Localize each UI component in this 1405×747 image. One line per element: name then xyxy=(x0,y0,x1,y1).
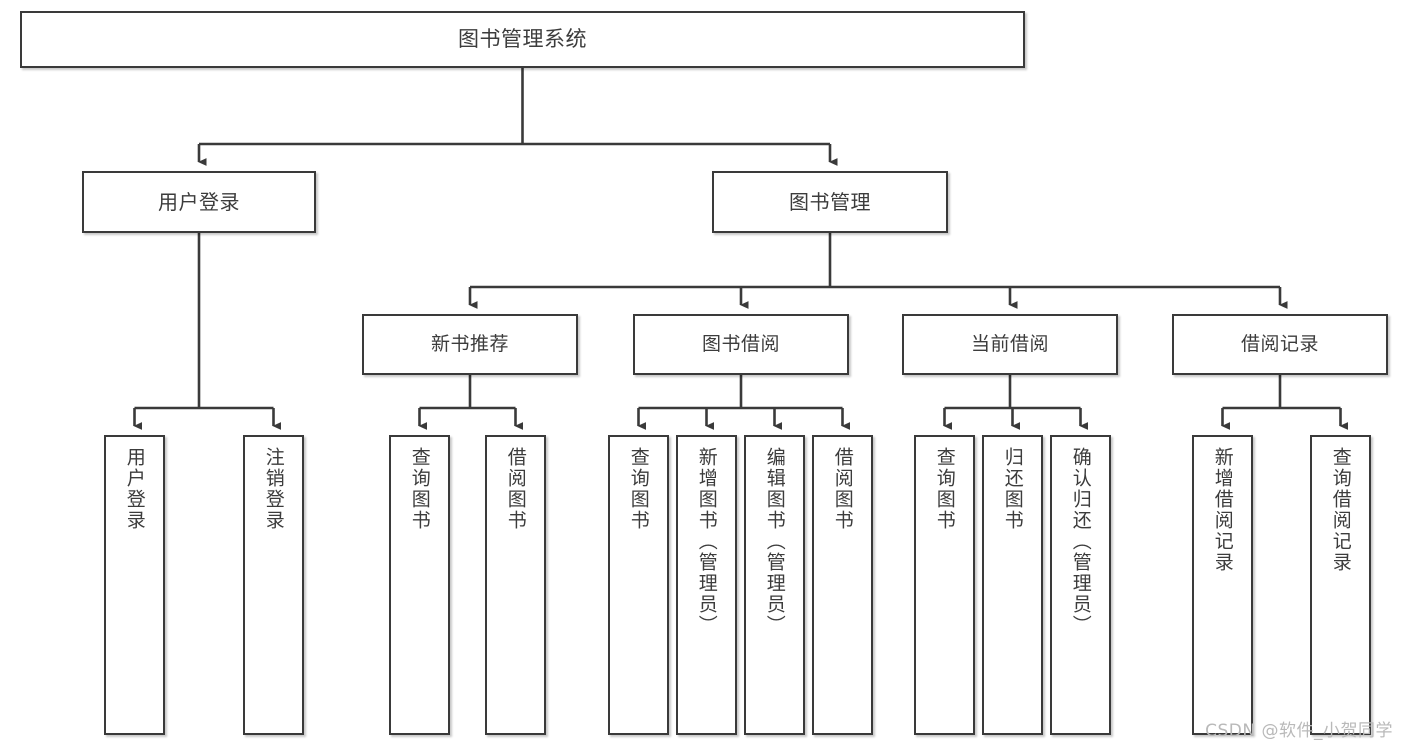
node-label: 编辑图书（管理员） xyxy=(763,447,786,636)
node-leaf-add-book[interactable]: 新增图书（管理员） xyxy=(676,435,737,735)
node-book-borrow[interactable]: 图书借阅 xyxy=(633,314,849,375)
node-label: 图书借阅 xyxy=(701,332,780,355)
node-new-book-recommend[interactable]: 新书推荐 xyxy=(362,314,578,375)
node-root[interactable]: 图书管理系统 xyxy=(20,11,1025,68)
node-leaf-borrow-book-2[interactable]: 借阅图书 xyxy=(812,435,873,735)
watermark: CSDN @软件_小贺同学 xyxy=(1205,721,1393,741)
node-current-borrow[interactable]: 当前借阅 xyxy=(902,314,1118,375)
node-leaf-user-login[interactable]: 用户登录 xyxy=(104,435,165,735)
node-label: 借阅图书 xyxy=(504,447,527,531)
node-book-management[interactable]: 图书管理 xyxy=(712,171,948,233)
node-label: 图书管理系统 xyxy=(458,26,587,51)
node-leaf-borrow-book-1[interactable]: 借阅图书 xyxy=(485,435,546,735)
node-label: 借阅记录 xyxy=(1240,332,1319,355)
node-borrow-record[interactable]: 借阅记录 xyxy=(1172,314,1388,375)
node-leaf-confirm-return[interactable]: 确认归还（管理员） xyxy=(1050,435,1111,735)
node-label: 查询图书 xyxy=(627,447,650,531)
node-label: 查询借阅记录 xyxy=(1329,447,1352,573)
node-label: 归还图书 xyxy=(1001,447,1024,531)
node-label: 借阅图书 xyxy=(831,447,854,531)
node-label: 查询图书 xyxy=(408,447,431,531)
node-label: 查询图书 xyxy=(933,447,956,531)
node-label: 新书推荐 xyxy=(430,332,509,355)
node-leaf-query-record[interactable]: 查询借阅记录 xyxy=(1310,435,1371,735)
node-label: 新增图书（管理员） xyxy=(695,447,718,636)
node-leaf-edit-book[interactable]: 编辑图书（管理员） xyxy=(744,435,805,735)
node-user-login[interactable]: 用户登录 xyxy=(82,171,316,233)
node-leaf-logout[interactable]: 注销登录 xyxy=(243,435,304,735)
node-label: 用户登录 xyxy=(123,447,146,531)
node-leaf-add-record[interactable]: 新增借阅记录 xyxy=(1192,435,1253,735)
node-leaf-query-book-2[interactable]: 查询图书 xyxy=(608,435,669,735)
node-label: 新增借阅记录 xyxy=(1211,447,1234,573)
node-label: 图书管理 xyxy=(789,189,871,214)
node-leaf-query-book-1[interactable]: 查询图书 xyxy=(389,435,450,735)
node-label: 注销登录 xyxy=(262,447,285,531)
node-leaf-return-book[interactable]: 归还图书 xyxy=(982,435,1043,735)
node-leaf-query-book-3[interactable]: 查询图书 xyxy=(914,435,975,735)
node-label: 用户登录 xyxy=(158,189,240,214)
node-label: 确认归还（管理员） xyxy=(1069,447,1092,636)
node-label: 当前借阅 xyxy=(970,332,1049,355)
